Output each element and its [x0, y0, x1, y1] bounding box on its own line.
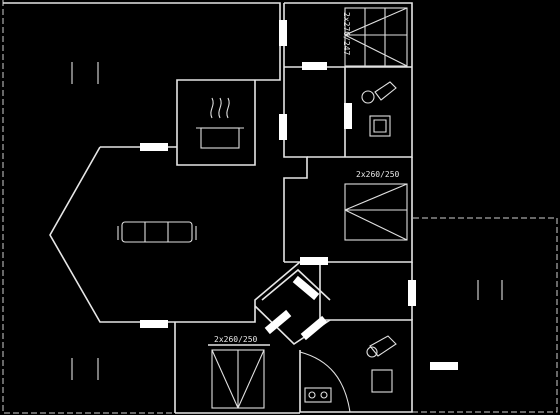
bathtub-icon — [299, 335, 397, 413]
cooktop-steam-icon — [196, 97, 244, 149]
parking-marker — [71, 62, 503, 380]
stairs-icon — [344, 183, 408, 241]
stairs-icon — [211, 349, 265, 409]
sofa-icon — [117, 221, 197, 243]
lower-stair-label: 2x260/250 — [214, 335, 258, 344]
stairs-icon — [344, 7, 408, 67]
upper-stair-label: 2x270/247 — [342, 12, 351, 56]
windows — [140, 20, 458, 370]
middle-stair-label: 2x260/250 — [356, 170, 400, 179]
toilet-icon — [361, 81, 397, 137]
